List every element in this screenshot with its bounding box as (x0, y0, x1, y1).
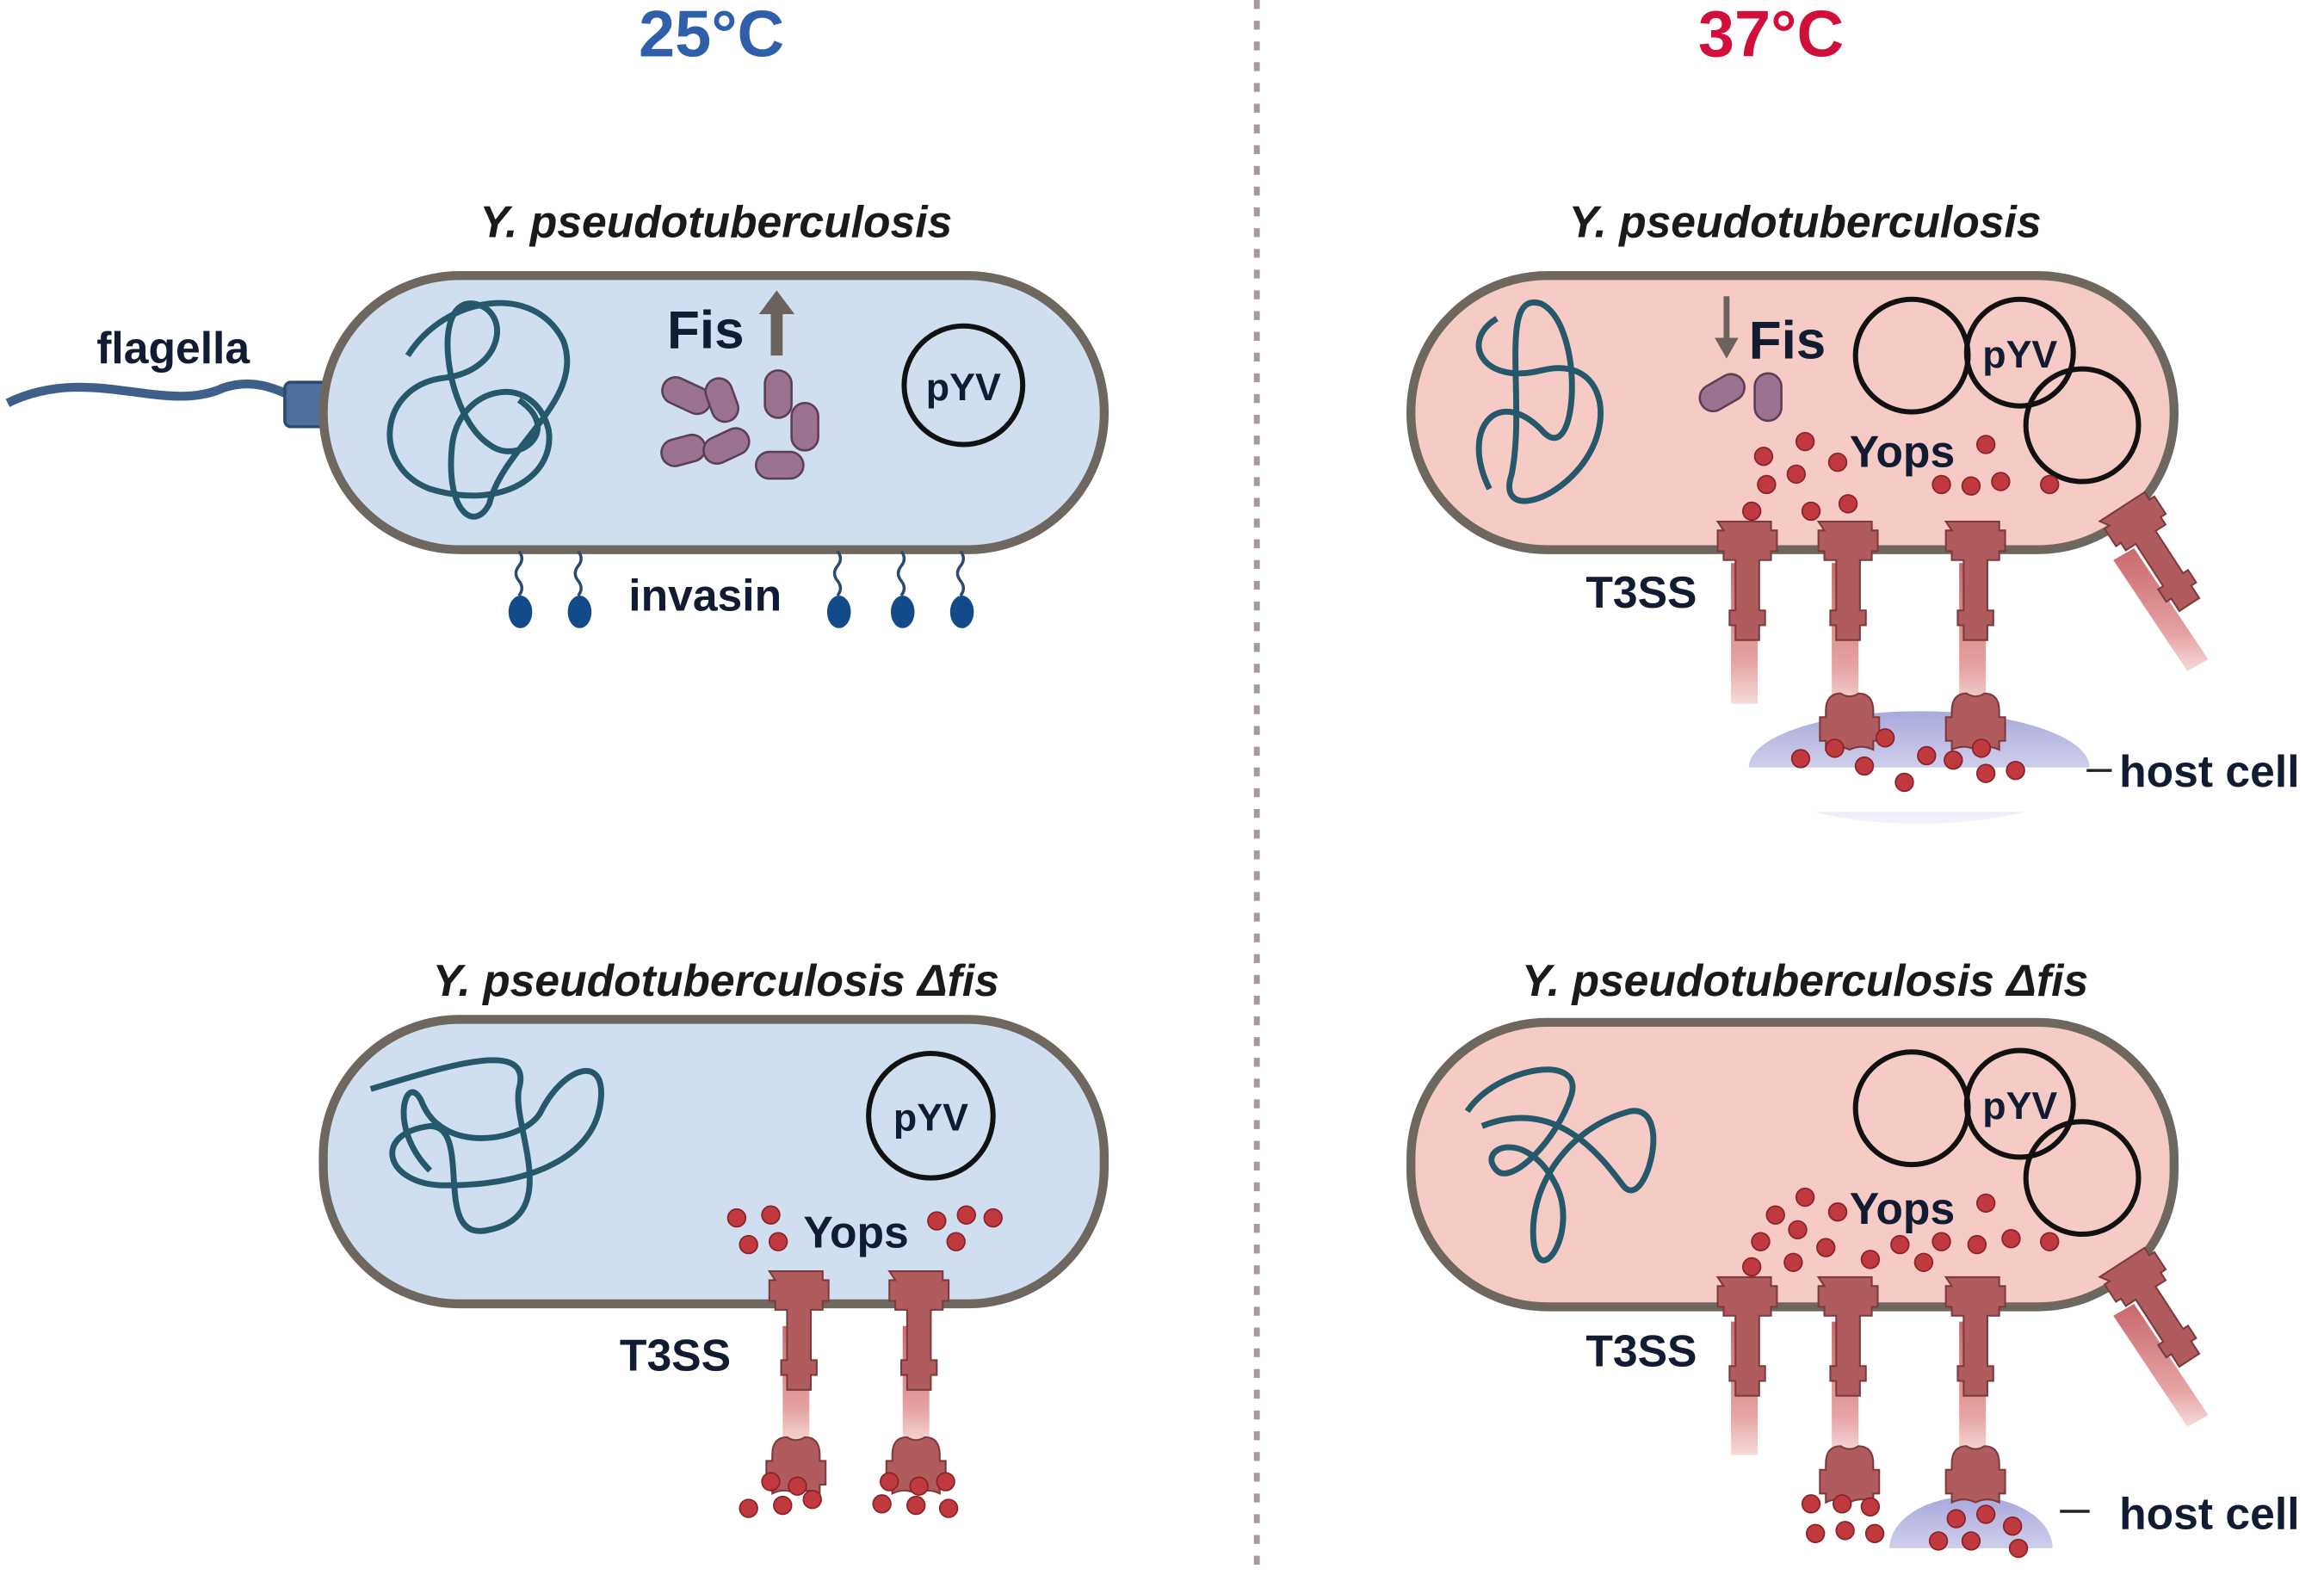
fis-proteins (660, 369, 819, 480)
panel-title: Y. pseudotuberculosis (1569, 196, 2042, 246)
pyv-plasmids (1852, 296, 2142, 485)
host-cell-label: host cell (2119, 1489, 2299, 1539)
invasin-proteins (508, 550, 974, 628)
host-cell-label: host cell (2119, 746, 2299, 796)
panel-25c-wildtype: Y. pseudotuberculosis flagella Fis pYV (5, 196, 1109, 628)
pyv-label: pYV (1982, 333, 2057, 376)
fis-label: Fis (667, 301, 745, 361)
bacterial-cell (1406, 1017, 2179, 1312)
secreted-yops (1801, 1494, 2029, 1559)
panel-title: Y. pseudotuberculosis Δfis (433, 955, 999, 1005)
chromosome (369, 1057, 604, 1234)
t3ss-label: T3SS (1585, 567, 1697, 617)
pyv-label: pYV (926, 366, 1001, 409)
panel-37c-fis-mutant: Y. pseudotuberculosis Δfis host cell pYV… (1406, 955, 2300, 1575)
arrow-up-icon (758, 290, 795, 356)
bacterial-cell (1406, 271, 2179, 554)
t3ss-apparatus (1716, 520, 1778, 641)
flagella-filament (5, 379, 296, 407)
fis-proteins (1698, 372, 1783, 423)
needle (2113, 547, 2209, 671)
pyv-plasmid (901, 323, 1026, 448)
yops-label: Yops (1850, 426, 1955, 476)
pyv-label: pYV (893, 1096, 968, 1140)
t3ss-apparatus (1817, 520, 1879, 641)
t3ss-label: T3SS (1585, 1325, 1697, 1375)
flagella-label: flagella (96, 323, 250, 373)
needle (2113, 1303, 2209, 1427)
t3ss-apparatus (768, 1270, 830, 1391)
invasin-label: invasin (628, 570, 782, 620)
pyv-plasmids (1852, 1047, 2142, 1238)
translocon (1819, 1445, 1881, 1504)
panel-25c-fis-mutant: Y. pseudotuberculosis Δfis pYV Yops T3SS (318, 955, 1109, 1518)
yops-particles (726, 1205, 1003, 1255)
host-yops (1790, 728, 2025, 793)
t3ss-apparatus (888, 1270, 950, 1391)
pyv-plasmid (866, 1051, 996, 1181)
t3ss-label: T3SS (620, 1330, 731, 1380)
yops-label: Yops (1850, 1183, 1955, 1233)
panel-title: Y. pseudotuberculosis (479, 196, 952, 246)
yops-particles (1741, 1187, 2060, 1277)
secreted-yops (739, 1472, 959, 1518)
panel-37c-wildtype: Y. pseudotuberculosis host cell Fis pYV … (1406, 196, 2300, 825)
t3ss-apparatus (1716, 1275, 1778, 1397)
arrow-down-icon (1715, 296, 1739, 359)
chromosome (386, 300, 571, 520)
translocon (1944, 1445, 2006, 1504)
t3ss-apparatus (1817, 1275, 1879, 1397)
bacterial-cell (318, 1015, 1109, 1309)
chromosome (1475, 299, 1604, 504)
temperature-37-header: 37°C (1698, 0, 1844, 71)
yops-particles (1741, 431, 2060, 522)
pyv-label: pYV (1982, 1084, 2057, 1127)
chromosome (1464, 1066, 1657, 1263)
t3ss-apparatus (1944, 1275, 2006, 1397)
fis-label: Fis (1749, 312, 1826, 371)
panel-title: Y. pseudotuberculosis Δfis (1522, 955, 2088, 1005)
yops-label: Yops (803, 1208, 908, 1257)
temperature-25-header: 25°C (639, 0, 784, 71)
t3ss-apparatus (1944, 520, 2006, 641)
